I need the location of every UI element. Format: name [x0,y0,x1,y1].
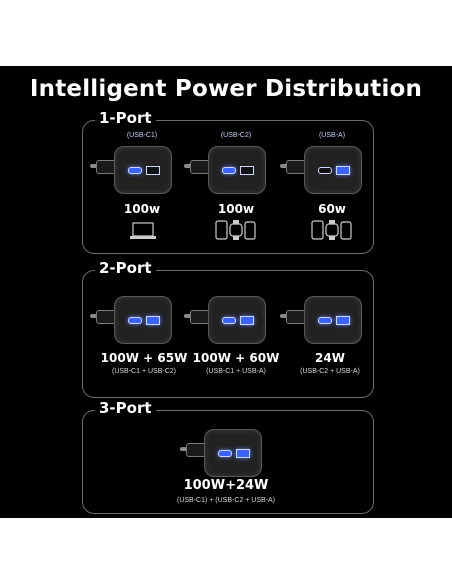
one-port-title: 1-Port [95,109,156,127]
port-label: (USB-A) [318,132,346,139]
one-port-watt-2: 100w [217,202,255,216]
two-port-title: 2-Port [95,259,156,277]
charger-icon [180,429,266,477]
one-port-watt-3: 60w [318,202,346,216]
three-port-title: 3-Port [95,399,156,417]
three-port-group: 3-Port [82,399,374,514]
page-title: Intelligent Power Distribution [29,76,423,102]
two-port-item-2: 100W + 60W (USB-C1 + USB-A) [192,351,280,375]
laptop-icon [130,222,156,239]
one-port-group: 1-Port [82,109,374,254]
tablet-watch-phone-icon [215,220,256,240]
charger-icon [280,146,366,194]
two-port-group: 2-Port [82,259,374,398]
charger-icon [90,146,176,194]
two-port-item-3: 24W (USB-C2 + USB-A) [300,351,360,375]
charger-icon [184,296,270,344]
two-port-item-1: 100W + 65W (USB-C1 + USB-C2) [100,351,188,375]
one-port-watt-1: 100w [123,202,161,216]
port-label: (USB-C1) [126,132,158,139]
one-port-item-usb-c2: (USB-C2) [196,132,276,139]
one-port-item-usb-a: (USB-A) [292,132,372,139]
infographic-canvas: Intelligent Power Distribution 1-Port (U… [0,66,452,518]
charger-icon [184,146,270,194]
charger-icon [90,296,176,344]
three-port-item: 100W+24W (USB-C1) + (USB-C2 + USB-A) [176,478,276,504]
tablet-watch-phone-icon [311,220,352,240]
charger-icon [280,296,366,344]
port-label: (USB-C2) [220,132,252,139]
one-port-item-usb-c1: (USB-C1) [102,132,182,139]
